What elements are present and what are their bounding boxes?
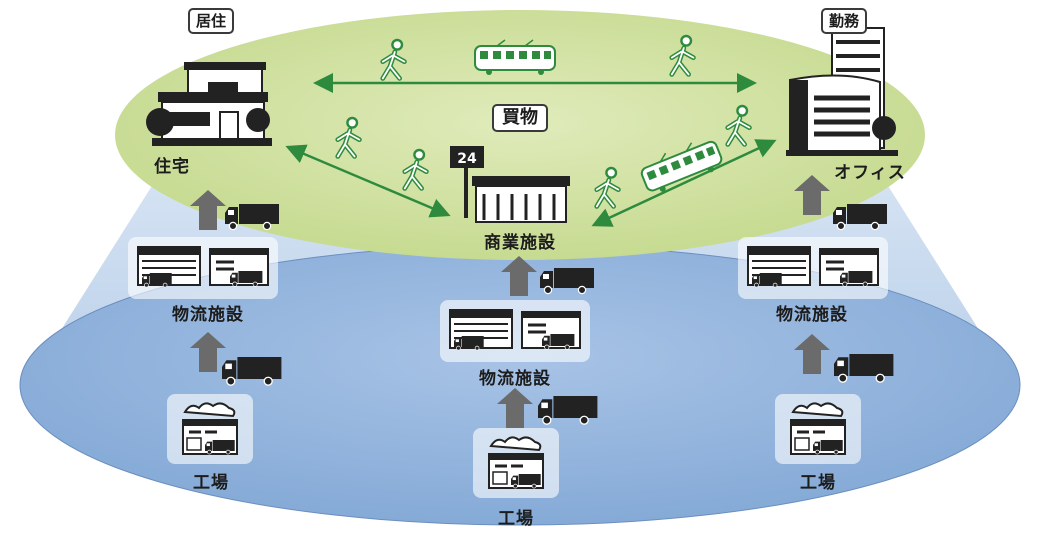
tag-shopping: 買物 — [492, 104, 548, 132]
store-icon: 24 — [450, 146, 570, 223]
factory-icon — [167, 394, 253, 464]
arrow-house-shop — [285, 144, 451, 218]
label-logistics-center: 物流施設 — [479, 369, 551, 389]
label-logistics-right: 物流施設 — [776, 305, 848, 325]
label-factory-right: 工場 — [800, 473, 836, 493]
office-icon — [786, 27, 898, 156]
store-sign-text: 24 — [457, 151, 477, 167]
factory-icon — [473, 428, 559, 498]
logistics-facility-icon — [440, 300, 590, 362]
label-factory-center: 工場 — [498, 509, 534, 529]
train-icon — [474, 39, 556, 76]
logistics-facility-icon — [738, 237, 888, 299]
label-office: オフィス — [834, 163, 906, 183]
label-house: 住宅 — [154, 157, 190, 177]
label-logistics-left: 物流施設 — [172, 305, 244, 325]
label-factory-left: 工場 — [193, 473, 229, 493]
arrow-office-shop — [591, 139, 777, 227]
house-icon — [146, 62, 272, 146]
label-commercial: 商業施設 — [484, 233, 556, 253]
tag-residence: 居住 — [187, 8, 235, 34]
tag-work: 勤務 — [820, 8, 868, 34]
factory-icon — [775, 394, 861, 464]
logistics-facility-icon — [128, 237, 278, 299]
